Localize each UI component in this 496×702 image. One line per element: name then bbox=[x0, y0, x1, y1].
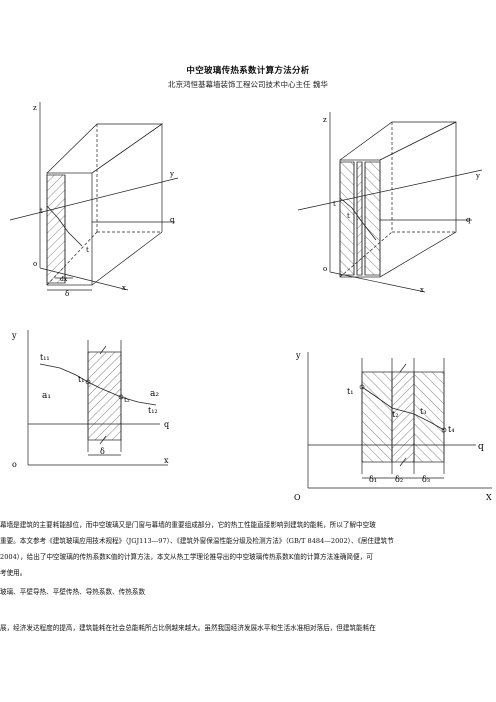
figure-bottom-right bbox=[307, 352, 492, 489]
bottom-left-t11-label: t₁₁ bbox=[40, 353, 50, 362]
figure-top-right bbox=[297, 112, 483, 293]
top-right-z-label: z bbox=[323, 116, 327, 124]
top-left-o-label: o bbox=[33, 260, 37, 268]
bottom-right-d3-label: δ₃ bbox=[422, 475, 430, 484]
top-right-t-label: t bbox=[347, 212, 350, 220]
bottom-right-x-label: X bbox=[486, 493, 492, 502]
top-left-t1-label: t bbox=[40, 207, 43, 215]
top-right-o-label: o bbox=[323, 265, 327, 273]
top-left-delta-label: δ bbox=[65, 290, 69, 298]
bottom-right-t2-label: t₂ bbox=[392, 410, 398, 419]
bottom-left-delta-label: δ bbox=[100, 447, 105, 456]
figure-top-left bbox=[9, 102, 179, 291]
top-left-dx-label: dx bbox=[60, 276, 68, 283]
bottom-right-t1-label: t₁ bbox=[347, 387, 353, 396]
bottom-left-tw1-label: t₁ bbox=[78, 375, 84, 384]
bottom-left-a1-label: a₁ bbox=[42, 391, 51, 401]
top-right-q-label: q bbox=[466, 216, 471, 224]
body-line-2: 重要。本文参考《建筑玻璃应用技术规程》（JGJ113—97）、《建筑外窗保温性能… bbox=[0, 537, 394, 545]
top-left-q-label: q bbox=[170, 216, 175, 224]
top-left-y-label: y bbox=[169, 170, 174, 178]
top-right-t1-label: t bbox=[333, 200, 336, 208]
author-line: 北京鸿恒基幕墙装饰工程公司技术中心主任 魏华 bbox=[168, 80, 328, 89]
body-line-3: 2004），给出了中空玻璃的传热系数K值的计算方法，本文从热工学理论推导出的中空… bbox=[0, 553, 373, 561]
bottom-left-y-label: y bbox=[11, 331, 17, 340]
figure-bottom-left bbox=[27, 330, 168, 466]
top-right-y-label: y bbox=[475, 172, 480, 180]
bottom-left-q-label: q bbox=[164, 420, 169, 429]
top-right-x-label: x bbox=[420, 286, 424, 294]
bottom-left-x-label: x bbox=[164, 456, 169, 465]
bottom-left-a2-label: a₂ bbox=[150, 389, 159, 399]
top-left-z-label: z bbox=[33, 104, 37, 112]
page-title: 中空玻璃传热系数计算方法分析 bbox=[186, 66, 310, 76]
keywords-line: 玻璃、平壁导热、平壁传热、导热系数、传热系数 bbox=[0, 588, 146, 596]
bottom-left-tw2-label: t₂ bbox=[124, 396, 130, 404]
body-line-4: 考使用。 bbox=[0, 569, 27, 577]
top-left-x-label: x bbox=[122, 284, 126, 292]
bottom-left-o-label: o bbox=[12, 460, 17, 469]
bottom-right-t3-label: t₃ bbox=[420, 407, 426, 416]
top-left-t2-label: t bbox=[86, 246, 89, 254]
body-line-1: 幕墙是建筑的主要耗能部位，而中空玻璃又是门窗与幕墙的重要组成部分，它的热工性能直… bbox=[0, 521, 376, 529]
bottom-right-d2-label: δ₂ bbox=[395, 475, 403, 484]
body-line-5: 展，经济发达程度的提高，建筑能耗在社会总能耗所占比例越来越大。虽然我国经济发展水… bbox=[0, 624, 376, 632]
bottom-right-d1-label: δ₁ bbox=[369, 475, 377, 484]
bottom-right-y-label: y bbox=[295, 351, 301, 360]
bottom-right-q-label: q bbox=[478, 442, 484, 452]
bottom-right-t4-label: t₄ bbox=[448, 425, 454, 434]
bottom-left-t12-label: t₁₂ bbox=[148, 406, 158, 415]
bottom-right-o-label: O bbox=[294, 493, 301, 502]
